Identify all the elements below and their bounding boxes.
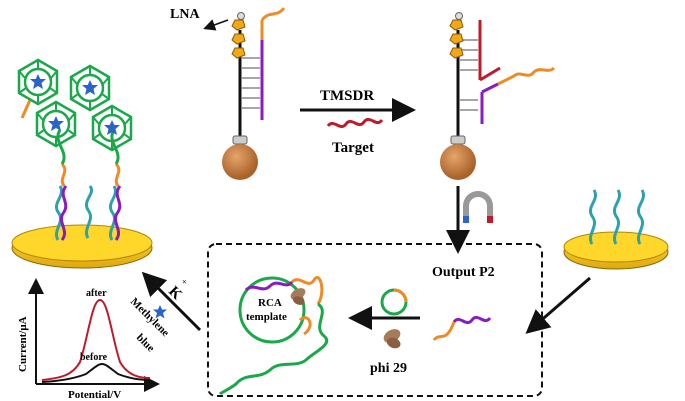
lna-monomer-icon <box>231 19 246 31</box>
methylene-label-1: Methylene <box>128 296 172 340</box>
curve-before <box>41 362 151 383</box>
cage-icon-4 <box>91 104 133 152</box>
duplex-strand-left <box>55 185 63 241</box>
rca-label-2: template <box>246 311 287 323</box>
rca-label-1: RCA <box>258 297 282 309</box>
capture-strand-2 <box>613 189 621 245</box>
target-label: Target <box>332 140 374 156</box>
hybridization-arrow <box>525 276 591 334</box>
y-axis-label: Current/μA <box>17 316 29 372</box>
rca-product: RCA template <box>218 276 329 396</box>
curve-before-label: before <box>80 352 108 363</box>
electrode-capture <box>563 189 669 270</box>
cage-icon-2 <box>69 64 111 112</box>
detection-arrow <box>141 271 202 332</box>
curve-after-label: after <box>86 288 107 299</box>
cage-icon-1 <box>17 58 59 106</box>
probe-after <box>440 12 556 180</box>
magnetic-bead-1 <box>222 144 258 180</box>
capture-strand-1 <box>589 189 597 245</box>
phi29-label: phi 29 <box>370 361 407 376</box>
capture-strand-3 <box>637 189 645 245</box>
rca-template-circle <box>238 276 306 344</box>
target-strand <box>326 117 384 129</box>
electrode-after-rca <box>11 58 153 269</box>
output-p2-label: Output P2 <box>432 265 495 280</box>
output-p2-strand <box>452 315 492 325</box>
methylene-blue-icon <box>153 305 167 319</box>
probe-before <box>222 6 286 180</box>
methylene-label-2: blue <box>134 332 157 355</box>
voltammogram-inset: Current/μA Potential/V after before <box>17 278 160 401</box>
x-axis-label: Potential/V <box>68 389 121 401</box>
magnetic-bead-2 <box>440 144 476 180</box>
tmsdr-label: TMSDR <box>320 88 374 104</box>
duplex-strand-right <box>109 185 117 241</box>
phi29-polymerase-icon <box>383 329 401 349</box>
capture-strand-mid <box>85 185 93 239</box>
lna-label: LNA <box>170 7 200 22</box>
cage-icon-3 <box>35 100 77 148</box>
curve-after <box>41 298 151 381</box>
magnet-icon <box>463 191 493 223</box>
